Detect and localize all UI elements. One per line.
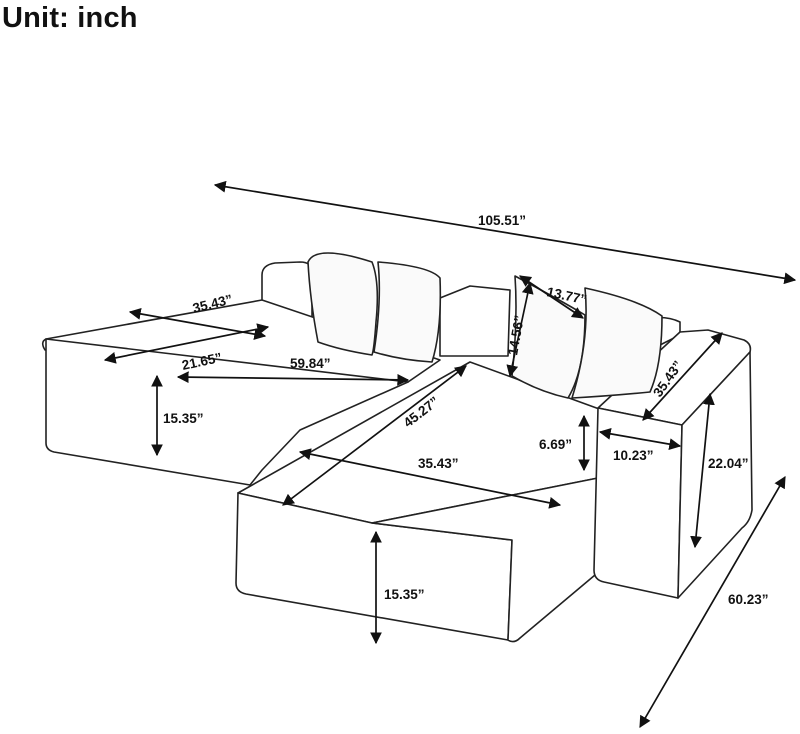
- chaise-width-label: 35.43”: [418, 456, 459, 471]
- pillow-height-arrow: [506, 281, 534, 378]
- pillow-height-label: 14.56”: [505, 314, 527, 357]
- arm-height-arrow: [690, 392, 715, 549]
- dimension-lines: [103, 180, 797, 729]
- total-length-arrow: [213, 180, 797, 285]
- unit-title: Unit: inch: [2, 2, 138, 34]
- left-seat-height-label: 15.35”: [163, 411, 204, 426]
- total-depth-arrow: [639, 475, 786, 729]
- arm-height-label: 22.04”: [708, 456, 749, 471]
- chaise-height-label: 15.35”: [384, 587, 425, 602]
- arm-width-label: 10.23”: [613, 448, 654, 463]
- arm-depth-arrow: [642, 332, 723, 421]
- left-seat-width-label: 59.84”: [290, 356, 331, 371]
- left-seat-cushion-arrow: [103, 323, 270, 364]
- dimension-labels: 105.51” 60.23” 35.43” 21.65” 59.84” 15.3…: [163, 213, 769, 607]
- chaise-width-arrow: [298, 448, 562, 509]
- arm-width-arrow: [598, 427, 682, 451]
- total-length-label: 105.51”: [478, 213, 526, 228]
- total-depth-label: 60.23”: [728, 592, 769, 607]
- arm-above-seat-label: 6.69”: [539, 437, 572, 452]
